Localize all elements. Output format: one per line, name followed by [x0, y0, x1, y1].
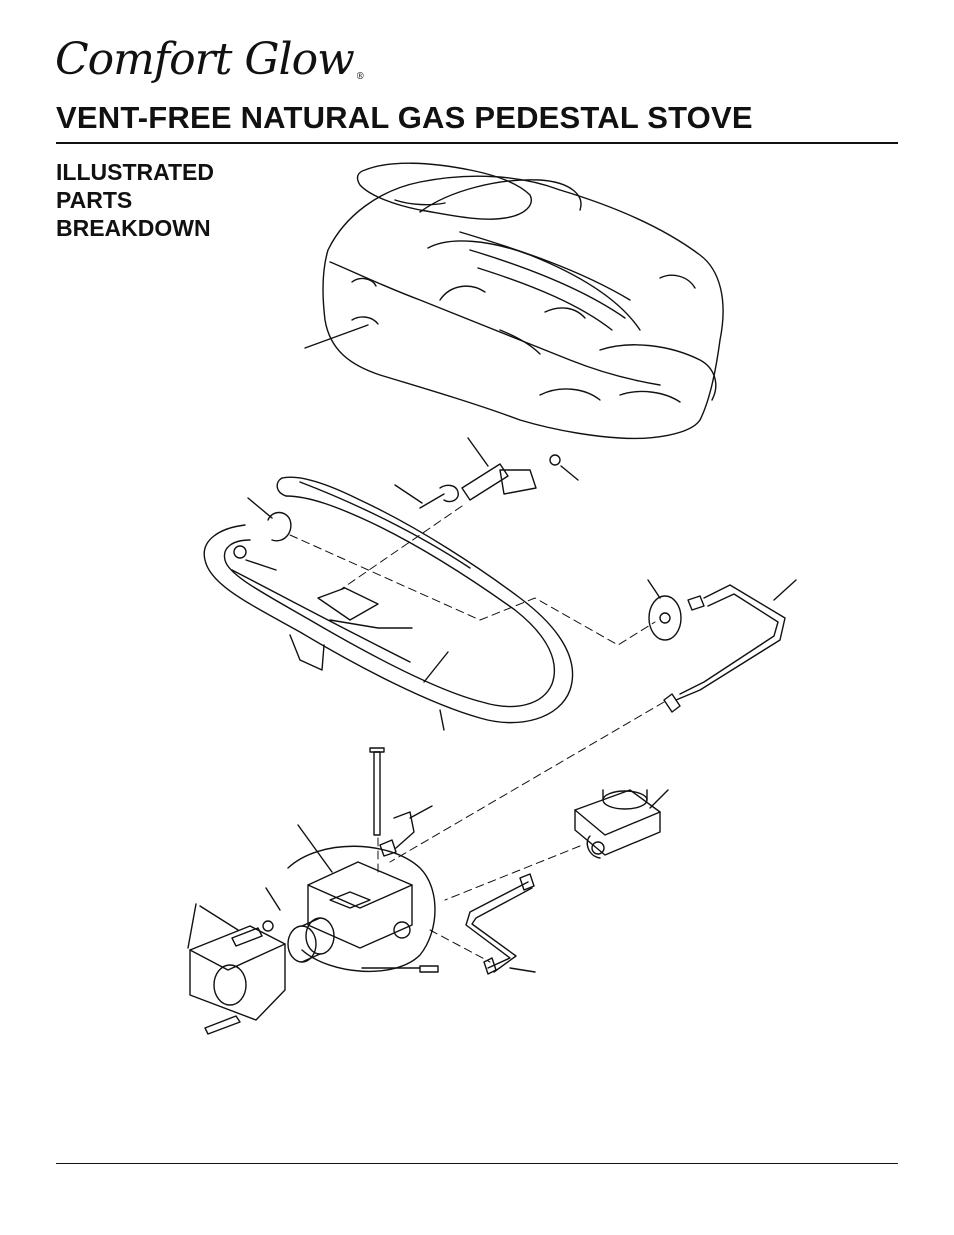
registered-mark: ®: [355, 72, 365, 82]
page-title: VENT-FREE NATURAL GAS PEDESTAL STOVE: [56, 100, 753, 135]
brand-logo: Comfort Glow®: [55, 38, 365, 82]
footer-rule: [56, 1163, 898, 1164]
control-knob: [288, 918, 334, 962]
bracket-screw: [205, 1016, 240, 1034]
orifice-flange: [648, 580, 681, 640]
assembly-lines: [290, 506, 664, 962]
burner-orifice: [234, 546, 276, 570]
log-set: [305, 163, 723, 438]
piezo-igniter: [200, 888, 280, 946]
regulator-supply-tube: [466, 874, 535, 974]
mounting-screw: [370, 748, 384, 835]
thermocouple: [362, 966, 438, 972]
header-rule: [56, 142, 898, 144]
gas-valve: [288, 825, 435, 971]
gas-regulator: [575, 790, 668, 858]
section-heading-line-3: BREAKDOWN: [56, 215, 211, 241]
igniter-clip: [248, 498, 291, 541]
pilot-tube: [380, 806, 432, 856]
brand-name: Comfort Glow: [55, 34, 355, 85]
valve-bracket: [188, 904, 285, 1020]
burner-tube: [204, 477, 572, 730]
section-heading: ILLUSTRATED PARTS BREAKDOWN: [56, 158, 214, 242]
section-heading-line-2: PARTS: [56, 187, 133, 213]
pilot-assembly: [395, 438, 578, 508]
burner-supply-tube: [664, 580, 796, 712]
burner-tube-leader: [424, 652, 448, 682]
burner-bracket: [318, 588, 412, 628]
section-heading-line-1: ILLUSTRATED: [56, 159, 215, 185]
